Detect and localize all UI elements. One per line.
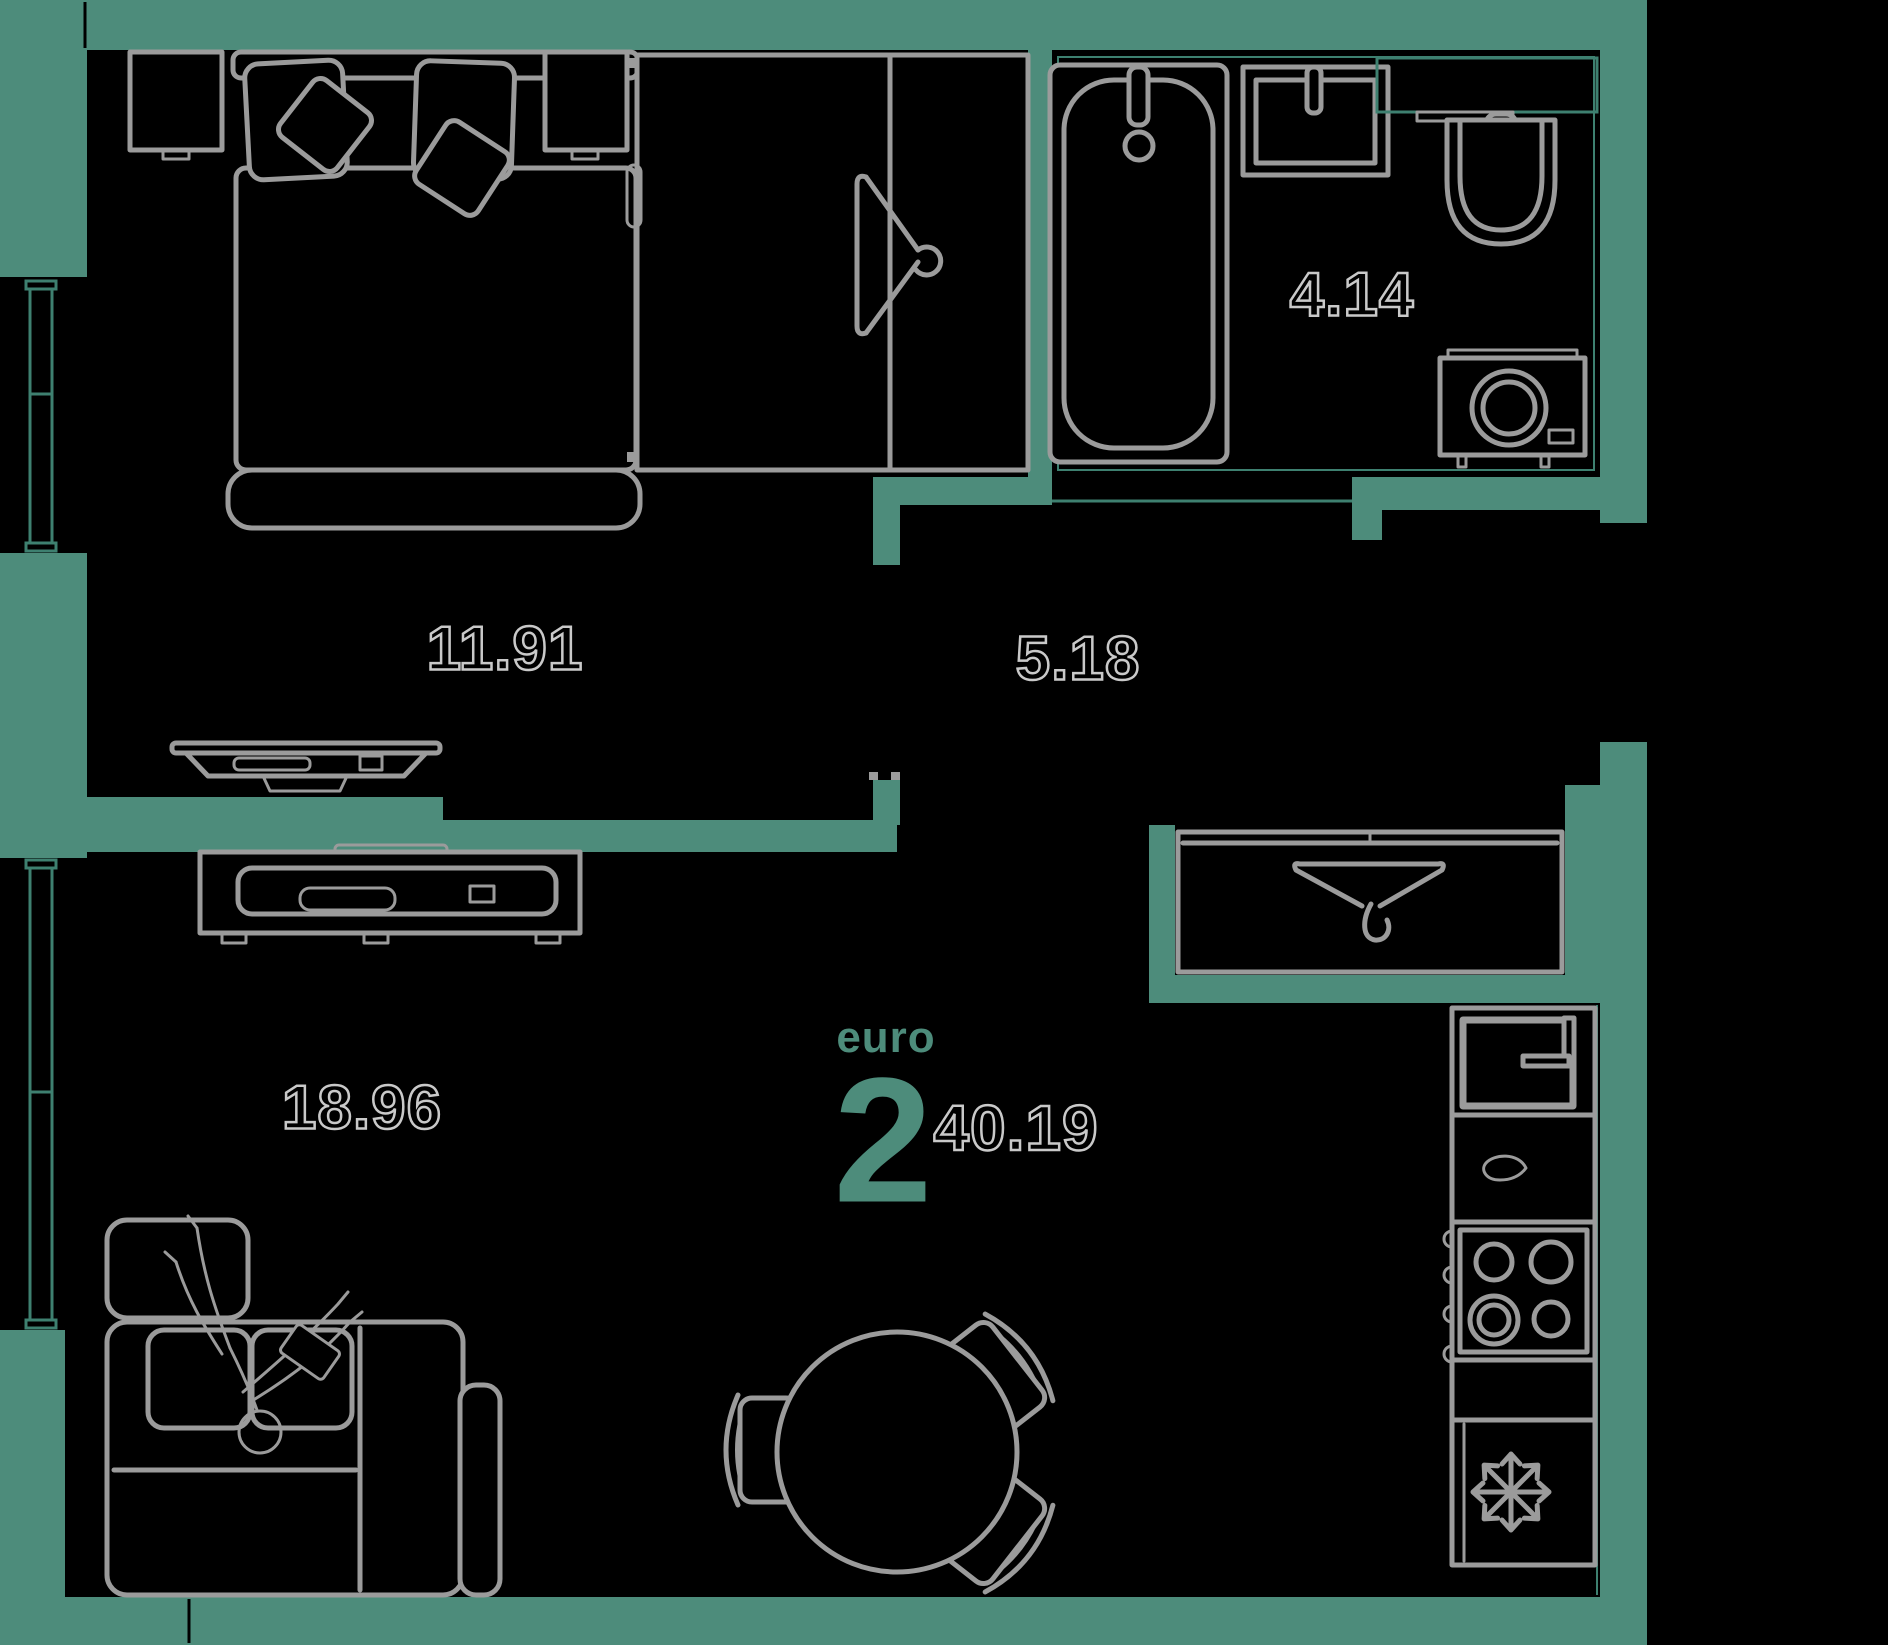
closet-niche [1175,829,1565,975]
apartment-type-label: euro [836,1013,936,1062]
fridge [1449,1417,1598,1568]
toilet [1444,111,1558,247]
bathroom-sink [1240,64,1391,178]
kitchen-counter [1449,1112,1598,1225]
sofa [104,1217,503,1598]
nightstand-left [127,49,225,161]
apartment-rooms-count: 2 [833,1040,933,1240]
hallway-area-label: 5.18 [1014,623,1141,695]
nightstand-right [542,49,630,161]
snowflake-icon [1473,1451,1549,1530]
hanger-icon [854,173,944,337]
storage-counter [1375,56,1599,123]
bathroom-area-label: 4.14 [1288,259,1415,331]
bedroom-tv [169,740,443,793]
cooktop [1449,1219,1598,1363]
person-reading [163,1214,364,1455]
living-area-label: 18.96 [281,1072,443,1144]
deco-pillow [412,118,512,218]
kitchen-sink-unit [1449,1005,1598,1118]
total-area-label: 40.19 [932,1091,1099,1166]
dining-table [774,1329,1020,1575]
deco-pillow [276,76,374,174]
wardrobe-hallway [625,52,1031,473]
washing-machine [1437,348,1588,469]
hanger-icon [1292,861,1446,943]
window-bedroom [24,279,58,553]
tv-console [197,843,583,945]
window-living [24,858,58,1330]
cabinet-handles [1442,1229,1454,1364]
bathtub [1047,62,1230,465]
book [279,1323,341,1381]
double-bed [225,49,643,531]
kitchen-cabinet [1449,1357,1598,1423]
bedroom-area-label: 11.91 [425,613,584,685]
